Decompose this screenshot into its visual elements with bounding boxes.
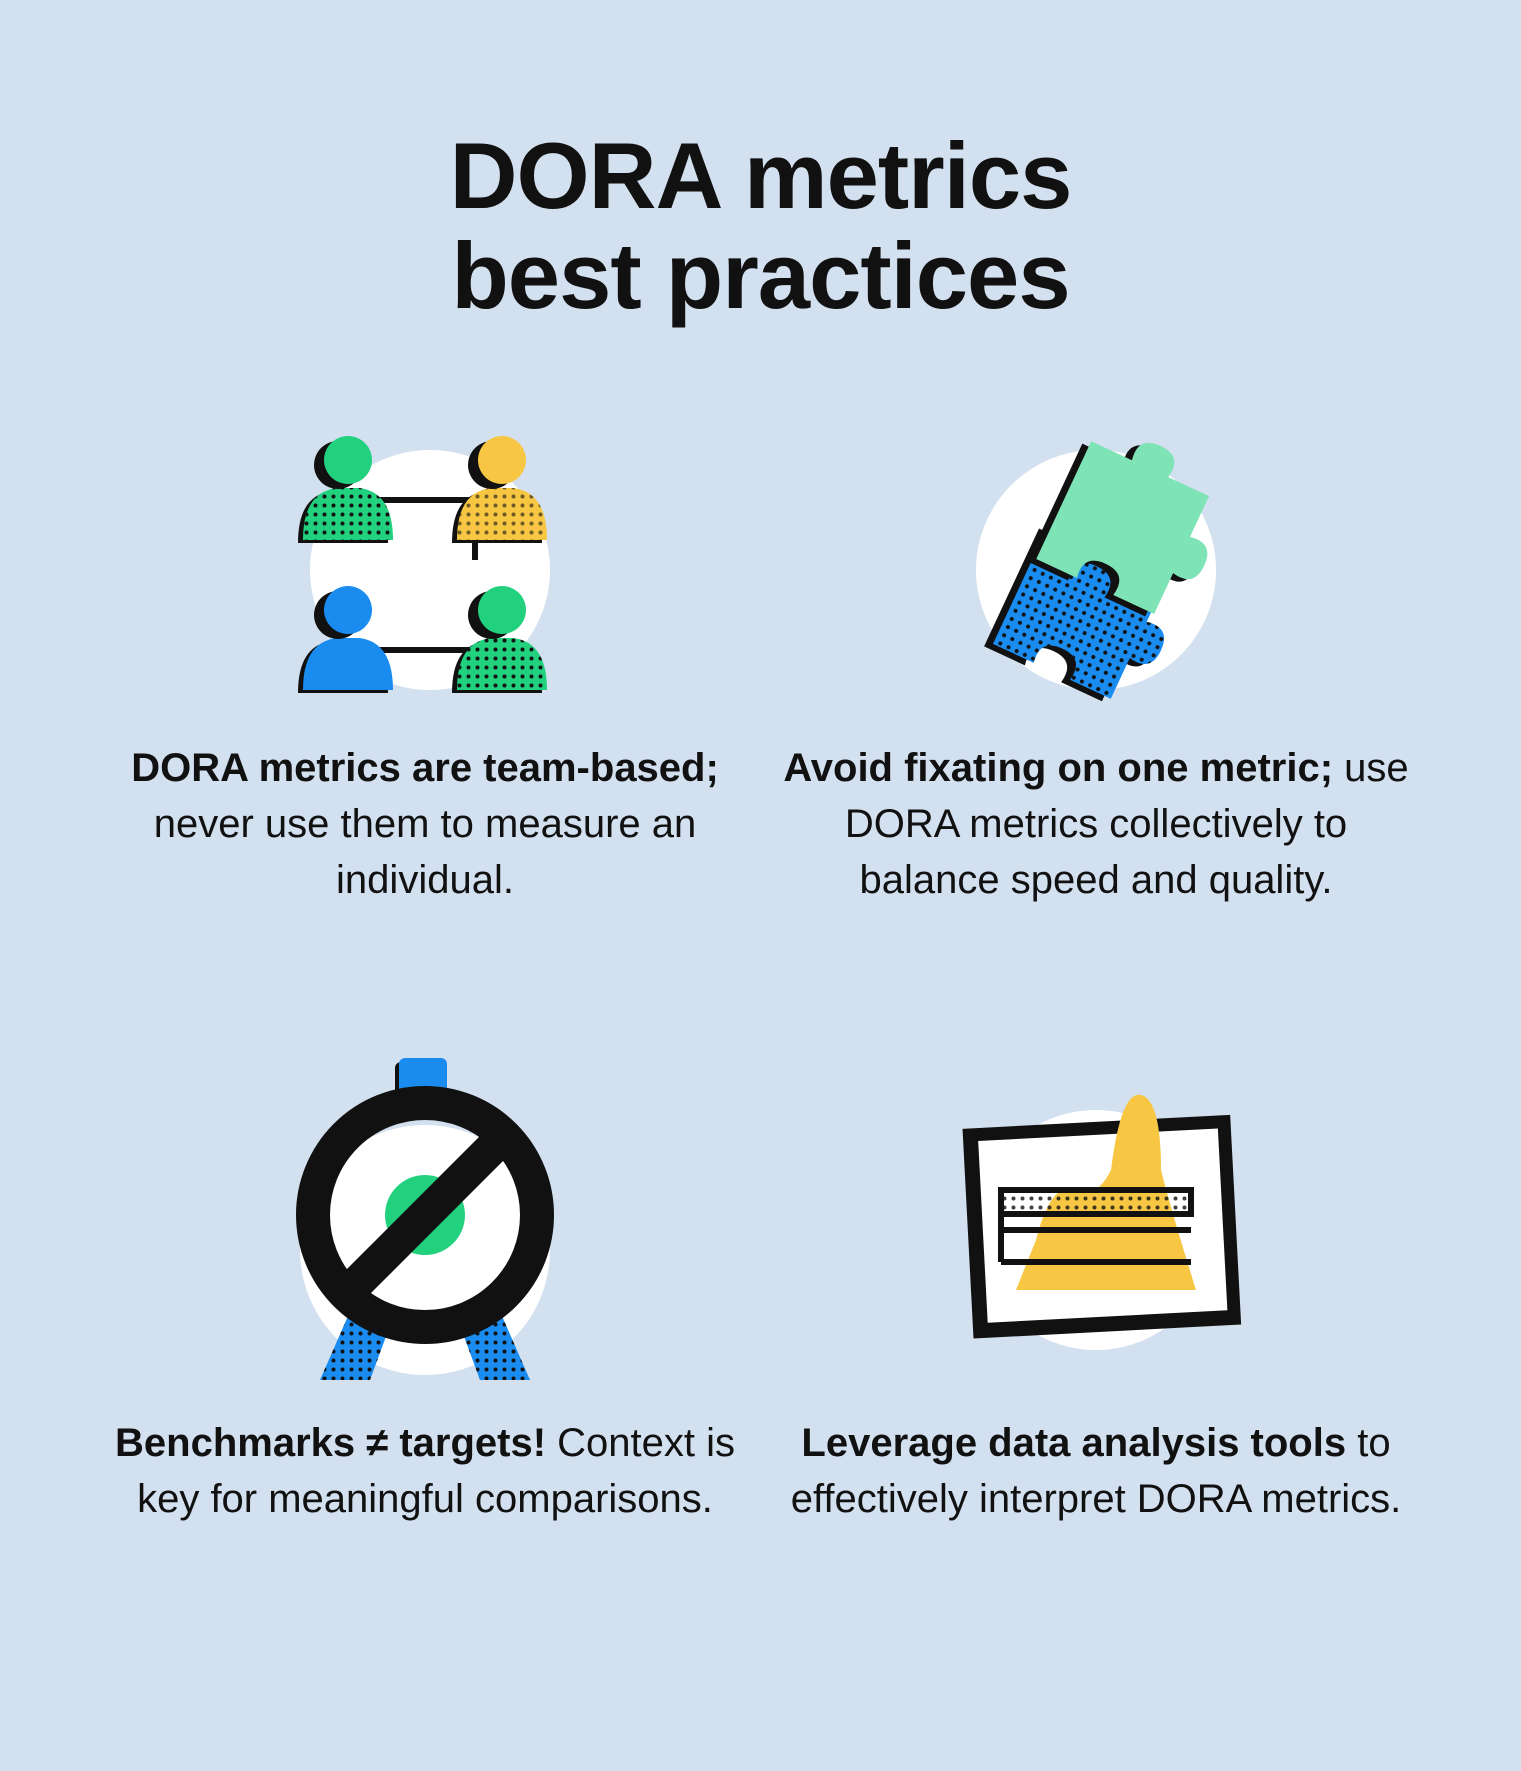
data-chart-icon — [962, 1094, 1242, 1350]
practice-bold-text: Benchmarks ≠ targets! — [115, 1421, 547, 1465]
practice-card-benchmarks: Benchmarks ≠ targets! Context is key for… — [105, 1050, 745, 1610]
practice-text-benchmarks: Benchmarks ≠ targets! Context is key for… — [105, 1415, 745, 1527]
practice-rest-text: never use them to measure an individual. — [153, 802, 697, 902]
title-line-1: DORA metrics — [449, 123, 1073, 228]
practice-text-team-based: DORA metrics are team-based; never use t… — [105, 740, 745, 908]
practice-card-avoid-fixating: Avoid fixating on one metric; use DORA m… — [776, 420, 1416, 980]
practice-rest-text: Context is key for meaningful comparison… — [137, 1421, 735, 1521]
practice-rest-text: to effectively interpret DORA metrics. — [790, 1421, 1402, 1521]
practice-card-team-based: DORA metrics are team-based; never use t… — [105, 420, 745, 980]
no-target-icon — [296, 1058, 554, 1380]
puzzle-pieces-icon — [976, 441, 1216, 702]
practice-text-data-analysis: Leverage data analysis tools to effectiv… — [776, 1415, 1416, 1527]
practice-bold-text: DORA metrics are team-based; — [131, 746, 719, 790]
title-line-2: best practices — [451, 223, 1070, 328]
practice-rest-text: use DORA metrics collectively to balance… — [844, 746, 1409, 902]
practice-bold-text: Leverage data analysis tools — [801, 1421, 1347, 1465]
practice-card-data-analysis: Leverage data analysis tools to effectiv… — [776, 1050, 1416, 1610]
page-title: DORA metrics best practices — [0, 126, 1521, 326]
practice-text-avoid-fixating: Avoid fixating on one metric; use DORA m… — [776, 740, 1416, 908]
team-people-icon — [298, 436, 550, 693]
practice-bold-text: Avoid fixating on one metric; — [783, 746, 1334, 790]
